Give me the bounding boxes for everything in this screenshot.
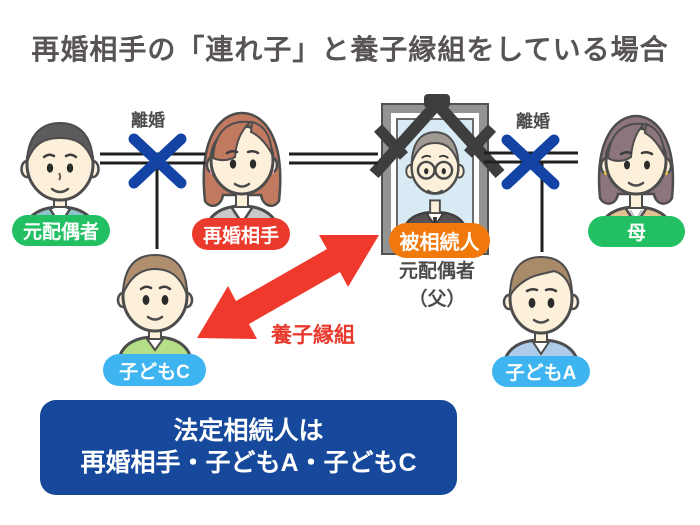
deceased-note-line2: （父） (408, 288, 466, 310)
badge-remarriage-partner: 再婚相手 (192, 218, 290, 250)
badge-ex-spouse: 元配偶者 (12, 215, 110, 246)
mourning-ribbon-icon (369, 94, 505, 179)
result-line1: 法定相続人は (173, 416, 324, 445)
badge-child-a: 子どもA (492, 356, 590, 387)
marriage-line-current (289, 152, 378, 165)
badge-mother: 母 (588, 216, 685, 247)
divorce-label-left: 離婚 (131, 111, 165, 130)
badge-child-c: 子どもC (103, 354, 206, 386)
badge-deceased: 被相続人 (389, 223, 490, 258)
divorce-label-right: 離婚 (516, 112, 550, 131)
divorce-x-icon-right (501, 134, 560, 190)
adoption-label: 養子縁組 (271, 324, 355, 347)
result-line2: 再婚相手・子どもA・子どもC (80, 449, 417, 477)
adoption-arrow-icon (197, 235, 379, 339)
divorce-x-icon-left (128, 133, 187, 189)
deceased-note-line1: 元配偶者 (398, 261, 475, 282)
page-title: 再婚相手の「連れ子」と養子縁組をしている場合 (31, 34, 669, 65)
deceased-note: 元配偶者 （父） (381, 258, 493, 313)
legal-heirs-result-box: 法定相続人は 再婚相手・子どもA・子どもC (40, 400, 457, 495)
